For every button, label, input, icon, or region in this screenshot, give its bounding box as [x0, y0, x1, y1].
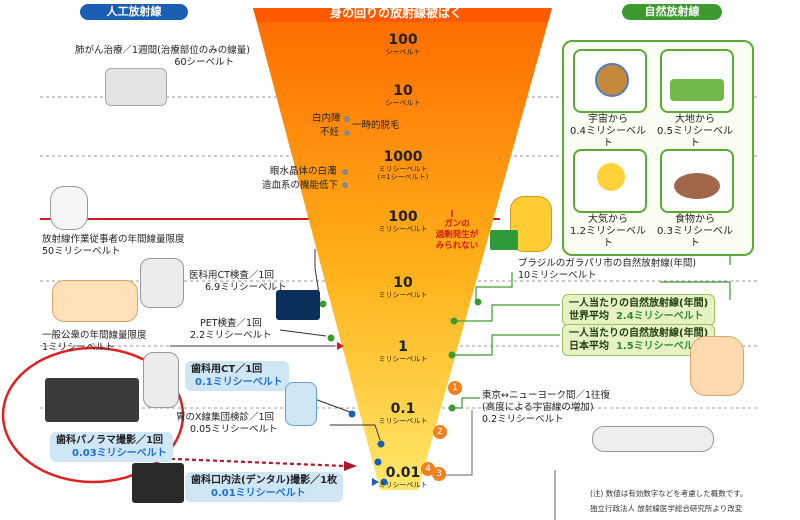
jogging-person-icon — [690, 336, 744, 396]
level-1000-msv: 1000 ミリシーベルト (=1シーベルト) — [377, 149, 429, 182]
earth-card — [660, 49, 734, 113]
ct-scan-label: 医科用CT検査／1回 6.9ミリシーベルト — [189, 270, 287, 293]
level-1-msv: 1 ミリシーベルト — [378, 339, 428, 364]
level-100-sv: 100 シーベルト — [385, 32, 421, 57]
level-0-01-msv: 0.01 ミリシーベルト — [378, 465, 428, 490]
marker-4: 4 — [421, 462, 435, 476]
dental-ct-box: 歯科用CT／1回 0.1ミリシーベルト — [185, 361, 289, 391]
air-label: 大気から 1.2ミリシーベルト — [570, 214, 646, 249]
flight-label: 東京↔ニューヨーク間／1往復 (高度による宇宙線の増加) 0.2ミリシーベルト — [482, 390, 611, 425]
funnel-header-cap — [253, 8, 552, 22]
level-0-1-msv: 0.1 ミリシーベルト — [378, 401, 428, 426]
food-plate-icon — [674, 173, 720, 199]
marker-2: 2 — [433, 425, 447, 439]
sterility-label: 不妊 — [320, 127, 340, 138]
funnel-dots — [319, 116, 482, 486]
marker-3: 3 — [432, 467, 446, 481]
public-limit-label: 一般公衆の年間線量限度 1ミリシーベルト — [42, 330, 147, 353]
pet-image-icon — [276, 290, 320, 320]
lens-opacity-label: 眼水晶体の白濁 — [270, 166, 337, 177]
family-icon — [52, 280, 138, 322]
intraoral-box: 歯科口内法(デンタル)撮影／1枚 0.01ミリシーベルト — [185, 472, 344, 502]
diagram-title: 身の回りの放射線被ばく — [330, 6, 463, 20]
earth-globe-icon — [595, 63, 629, 97]
cataract-label: 白内障 — [312, 113, 341, 124]
worker-protective-suit-icon — [50, 186, 88, 230]
space-card — [573, 49, 647, 113]
lung-cancer-label: 肺がん治療／1週間(治療部位のみの線量) 60シーベルト — [75, 45, 250, 68]
panorama-arrow-head — [344, 461, 357, 471]
blood-decline-label: 造血系の機能低下 — [262, 180, 339, 191]
food-label: 食物から 0.3ミリシーベルト — [657, 214, 733, 249]
space-label: 宇宙から 0.4ミリシーベルト — [570, 114, 646, 149]
air-card — [573, 149, 647, 213]
funnel-shape — [253, 8, 552, 490]
natural-radiation-tag: 自然放射線 — [622, 4, 722, 20]
footnote-source: 独立行政法人 放射線医学総合研究所より改変 — [590, 504, 743, 513]
pet-scan-label: PET検査／1回 2.2ミリシーベルト — [190, 318, 272, 341]
level-10-sv: 10 シーベルト — [385, 83, 421, 108]
level-10-msv: 10 ミリシーベルト — [378, 275, 428, 300]
artificial-radiation-tag: 人工放射線 — [80, 4, 188, 20]
food-card — [660, 149, 734, 213]
panorama-box: 歯科パノラマ撮影／1回 0.03ミリシーベルト — [50, 432, 173, 462]
radiotherapy-machine-icon — [105, 68, 167, 106]
earth-label: 大地から 0.5ミリシーベルト — [657, 114, 733, 149]
sun-icon — [597, 163, 625, 191]
intraoral-xray-image-icon — [132, 463, 184, 503]
airplane-icon — [592, 426, 714, 452]
stomach-xray-label: 胃のX線集団検診／1回 0.05ミリシーベルト — [176, 412, 278, 435]
cancer-note: ガンの 過剰発生が みられない — [435, 219, 479, 251]
brazil-label: ブラジルのガラパリ市の自然放射線(年間) 10ミリシーベルト — [518, 258, 697, 281]
chest-xray-person-icon — [285, 382, 317, 426]
level-100-msv: 100 ミリシーベルト — [378, 209, 428, 234]
dental-ct-patient-icon — [143, 352, 179, 408]
panoramic-xray-image-icon — [45, 378, 139, 422]
ct-scanner-icon — [140, 258, 184, 308]
japan-average-box: 一人当たりの自然放射線(年間) 日本平均 1.5ミリシーベルト — [562, 324, 716, 356]
brazil-flag-icon — [490, 230, 518, 250]
footnote-significant-figures: (注) 数値は有効数字などを考慮した概数です。 — [590, 489, 748, 498]
panorama-highlight-circle — [1, 346, 185, 484]
marker-1: 1 — [448, 381, 462, 395]
hair-loss-label: 一時的脱毛 — [352, 120, 400, 131]
mountain-landscape-icon — [670, 79, 724, 101]
world-average-box: 一人当たりの自然放射線(年間) 世界平均 2.4ミリシーベルト — [562, 294, 716, 326]
worker-limit-label: 放射線作業従事者の年間線量限度 50ミリシーベルト — [42, 234, 185, 257]
